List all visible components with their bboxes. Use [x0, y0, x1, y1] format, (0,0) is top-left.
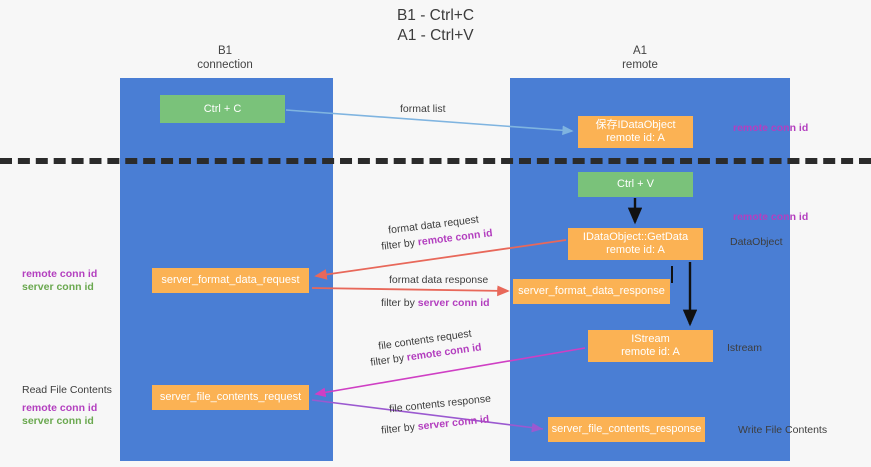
node-save-idataobject[interactable]: 保存IDataObject remote id: A — [578, 116, 693, 148]
annotation-write-file-contents: Write File Contents — [738, 424, 828, 436]
node-server-format-data-request[interactable]: server_format_data_request — [152, 268, 309, 293]
lane-header-a1-role: remote — [622, 58, 658, 71]
edge-label-filter-server-conn-id-1: filter by server conn id — [381, 297, 490, 310]
node-server-format-data-response[interactable]: server_format_data_response — [513, 279, 670, 304]
node-server-file-contents-response[interactable]: server_file_contents_response — [548, 417, 705, 442]
node-ctrl-c-label: Ctrl + C — [203, 102, 242, 115]
lane-header-b1: B1 connection — [150, 45, 300, 72]
annotation-left-conn-ids-bottom: remote conn id server conn id — [22, 402, 97, 428]
arrow-format-data-request — [314, 239, 567, 280]
lane-header-a1: A1 remote — [565, 45, 715, 72]
node-server-file-contents-request-label: server_file_contents_request — [159, 391, 302, 403]
annotation-remote-conn-id-mid: remote conn id — [733, 211, 809, 223]
arrow-format-list — [285, 109, 574, 136]
edge-label-format-list: format list — [400, 103, 446, 115]
arrow-file-contents-response — [311, 399, 544, 433]
title-line-1: B1 - Ctrl+C — [396, 7, 475, 24]
edge-label-format-data-response: format data response — [389, 274, 489, 286]
left-remote-conn-id-b: remote conn id — [22, 402, 98, 414]
annotation-left-conn-ids-top: remote conn id server conn id — [22, 268, 97, 294]
node-server-file-contents-response-label: server_file_contents_response — [551, 423, 702, 435]
phase-divider — [0, 158, 871, 164]
node-server-format-data-request-label: server_format_data_request — [161, 274, 300, 286]
annotation-istream: Istream — [727, 342, 763, 354]
node-ctrl-v-label: Ctrl + V — [617, 178, 654, 190]
node-save-idataobject-line1: 保存IDataObject — [595, 119, 676, 131]
node-server-format-data-response-label: server_format_data_response — [518, 285, 665, 297]
node-save-idataobject-line2: remote id: A — [606, 132, 665, 144]
page-title: B1 - Ctrl+C A1 - Ctrl+V — [0, 6, 871, 46]
node-istream[interactable]: IStream remote id: A — [588, 330, 713, 362]
lane-header-b1-name: B1 — [217, 45, 233, 57]
annotation-remote-conn-id-top: remote conn id — [733, 122, 809, 134]
annotation-read-file-contents: Read File Contents — [22, 384, 112, 396]
node-ctrl-v[interactable]: Ctrl + V — [578, 172, 693, 197]
left-server-conn-id-b: server conn id — [22, 415, 94, 427]
arrow-file-contents-request — [314, 347, 586, 398]
node-istream-line1: IStream — [631, 333, 670, 345]
arrow-format-data-response — [311, 285, 510, 297]
server-conn-id-token-1: server conn id — [417, 297, 490, 309]
lane-header-a1-name: A1 — [632, 45, 648, 57]
filter-prefix-4: filter by — [380, 420, 419, 437]
filter-prefix-2: filter by — [381, 297, 418, 309]
node-getdata-line1: IDataObject::GetData — [582, 231, 689, 243]
left-remote-conn-id-a: remote conn id — [22, 268, 98, 280]
left-server-conn-id-a: server conn id — [22, 281, 94, 293]
annotation-dataobject: DataObject — [730, 236, 783, 248]
node-idataobject-getdata[interactable]: IDataObject::GetData remote id: A — [568, 228, 703, 260]
node-istream-line2: remote id: A — [621, 346, 680, 358]
title-line-2: A1 - Ctrl+V — [397, 27, 474, 44]
node-server-file-contents-request[interactable]: server_file_contents_request — [152, 385, 309, 410]
node-ctrl-c[interactable]: Ctrl + C — [160, 95, 285, 123]
node-getdata-line2: remote id: A — [606, 244, 665, 256]
lane-header-b1-role: connection — [197, 58, 253, 71]
